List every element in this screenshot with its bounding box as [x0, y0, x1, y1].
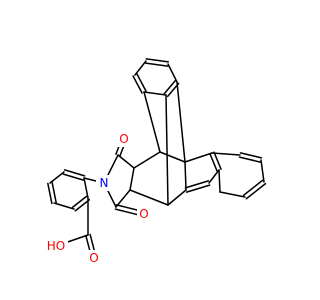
bond	[213, 151, 222, 170]
lower-carbonyl-oxygen-label: O	[139, 207, 148, 221]
bond	[218, 169, 221, 193]
molecule-structure: N O O HO O	[44, 58, 267, 266]
bond	[53, 202, 75, 210]
bond	[211, 152, 241, 156]
atom-label-group: N O O HO O	[44, 131, 151, 266]
label-mask	[87, 250, 101, 266]
nitrogen-label: N	[100, 176, 109, 190]
bond	[143, 91, 161, 153]
bond	[117, 154, 135, 169]
bond	[134, 60, 147, 76]
bond	[144, 62, 169, 67]
bond	[239, 152, 263, 159]
bond	[133, 151, 161, 169]
bond	[63, 169, 86, 177]
bond	[129, 167, 135, 191]
bond	[208, 169, 220, 184]
bond-layer	[47, 58, 267, 260]
bond	[74, 198, 91, 212]
bond	[167, 63, 178, 83]
bond	[163, 79, 177, 95]
bond	[209, 153, 218, 172]
label-mask	[117, 131, 131, 147]
bond	[51, 181, 57, 204]
bond	[165, 94, 169, 206]
upper-carbonyl-oxygen-label: O	[119, 132, 128, 146]
hydroxyl-label: HO	[47, 239, 65, 253]
bond	[219, 191, 246, 198]
bond	[136, 73, 147, 92]
bond	[184, 180, 210, 189]
bond	[62, 173, 85, 181]
bond	[242, 179, 264, 197]
bond	[145, 58, 170, 63]
bond	[143, 91, 167, 96]
bond	[185, 184, 211, 193]
bond	[115, 189, 131, 208]
bond	[238, 156, 262, 163]
acid-carbonyl-oxygen-label: O	[89, 251, 98, 265]
label-mask	[137, 206, 151, 222]
bond	[245, 182, 267, 200]
bond	[159, 151, 186, 163]
bond	[184, 152, 213, 163]
bond	[176, 81, 186, 163]
bond	[47, 182, 53, 205]
bond	[167, 189, 187, 206]
bond	[184, 161, 187, 191]
label-mask	[96, 175, 112, 191]
bond	[49, 171, 65, 184]
bond	[71, 195, 88, 209]
bond	[83, 177, 89, 199]
label-mask	[44, 238, 68, 254]
bond	[132, 75, 143, 94]
bond	[260, 159, 265, 183]
bond	[129, 189, 169, 206]
